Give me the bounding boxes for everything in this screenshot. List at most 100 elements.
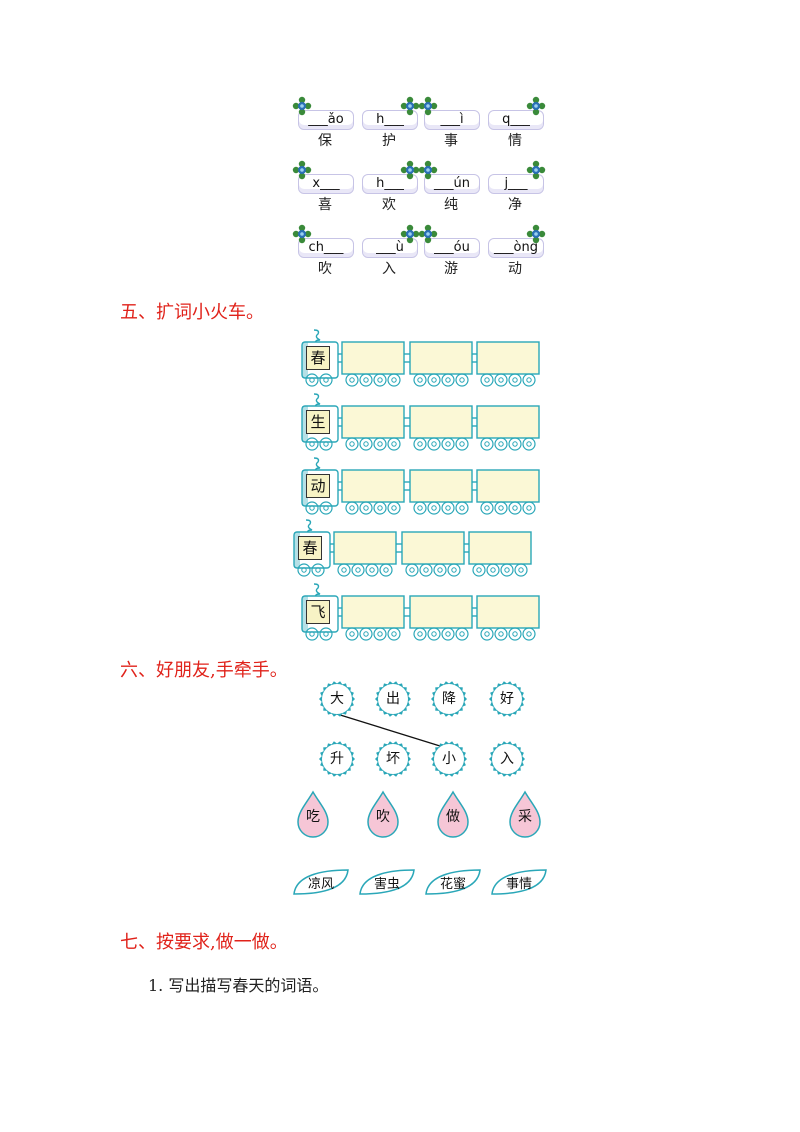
train: 飞 bbox=[300, 582, 550, 642]
section-7-title: 七、按要求,做一做。 bbox=[120, 932, 288, 953]
wheel-icon bbox=[337, 563, 351, 577]
drop-char[interactable]: 吃 bbox=[306, 809, 320, 825]
flower-icon bbox=[526, 96, 546, 116]
pinyin-pair: x___ h___ 喜 欢 bbox=[292, 158, 424, 213]
drop-char[interactable]: 做 bbox=[446, 809, 460, 825]
train-engine-char: 动 bbox=[306, 474, 330, 498]
wheel-icon bbox=[413, 437, 427, 451]
smoke-icon bbox=[313, 393, 321, 409]
train-car bbox=[476, 405, 540, 439]
train: 春 bbox=[292, 518, 542, 578]
hanzi-label: 欢 bbox=[382, 197, 396, 213]
train: 动 bbox=[300, 456, 550, 516]
train-car bbox=[341, 469, 405, 503]
pinyin-blank[interactable]: j___ bbox=[488, 174, 544, 194]
wheel-icon bbox=[305, 501, 319, 515]
hanzi-label: 入 bbox=[382, 261, 396, 277]
wheel-icon bbox=[508, 501, 522, 515]
leaf-icon bbox=[293, 869, 349, 895]
hanzi-label: 情 bbox=[508, 133, 522, 149]
hanzi-label: 动 bbox=[508, 261, 522, 277]
hanzi-label: 喜 bbox=[318, 197, 332, 213]
wheel-icon bbox=[305, 373, 319, 387]
wheel-icon bbox=[379, 563, 393, 577]
section-6-title: 六、好朋友,手牵手。 bbox=[120, 660, 288, 681]
wheel-icon bbox=[522, 501, 536, 515]
wheel-icon bbox=[508, 373, 522, 387]
pinyin-blank[interactable]: h___ bbox=[362, 174, 418, 194]
pinyin-blank[interactable]: ___ǎo bbox=[298, 110, 354, 130]
wheel-icon bbox=[522, 373, 536, 387]
train-car bbox=[476, 469, 540, 503]
wheel-icon bbox=[419, 563, 433, 577]
match-char[interactable]: 坏 bbox=[378, 744, 408, 774]
flower-icon bbox=[526, 224, 546, 244]
pinyin-blank[interactable]: ___ù bbox=[362, 238, 418, 258]
pinyin-blank[interactable]: h___ bbox=[362, 110, 418, 130]
wheel-icon bbox=[494, 501, 508, 515]
wheel-icon bbox=[297, 563, 311, 577]
smoke-icon bbox=[313, 457, 321, 473]
pinyin-blank[interactable]: ch___ bbox=[298, 238, 354, 258]
wheel-icon bbox=[319, 501, 333, 515]
flower-icon bbox=[400, 160, 420, 180]
train-car bbox=[468, 531, 532, 565]
pinyin-blank[interactable]: x___ bbox=[298, 174, 354, 194]
train: 生 bbox=[300, 392, 550, 452]
pinyin-blank[interactable]: ___òng bbox=[488, 238, 544, 258]
drop-char[interactable]: 吹 bbox=[376, 809, 390, 825]
hanzi-label: 保 bbox=[318, 133, 332, 149]
match-char[interactable]: 降 bbox=[434, 684, 464, 714]
train-car bbox=[409, 469, 473, 503]
pinyin-blank[interactable]: ___ún bbox=[424, 174, 480, 194]
train-car bbox=[333, 531, 397, 565]
pinyin-blank[interactable]: q___ bbox=[488, 110, 544, 130]
drop-char[interactable]: 采 bbox=[518, 809, 532, 825]
pinyin-blank[interactable]: ___ì bbox=[424, 110, 480, 130]
wheel-icon bbox=[345, 627, 359, 641]
question-1: 1. 写出描写春天的词语。 bbox=[148, 976, 329, 995]
connection-line bbox=[336, 713, 441, 747]
smoke-icon bbox=[313, 329, 321, 345]
match-char[interactable]: 大 bbox=[322, 684, 352, 714]
leaf-word[interactable]: 事情 bbox=[505, 877, 532, 892]
train-car bbox=[476, 341, 540, 375]
wheel-icon bbox=[522, 437, 536, 451]
wheel-icon bbox=[305, 627, 319, 641]
train-engine-char: 生 bbox=[306, 410, 330, 434]
wheel-icon bbox=[447, 563, 461, 577]
leaf-word[interactable]: 花蜜 bbox=[439, 877, 466, 892]
wheel-icon bbox=[387, 627, 401, 641]
water-drop-icon bbox=[297, 790, 329, 838]
train-engine-char: 春 bbox=[298, 536, 322, 560]
train-car bbox=[409, 405, 473, 439]
wheel-icon bbox=[319, 373, 333, 387]
wheel-icon bbox=[494, 627, 508, 641]
match-char[interactable]: 入 bbox=[492, 744, 522, 774]
wheel-icon bbox=[413, 373, 427, 387]
hanzi-label: 纯 bbox=[444, 197, 458, 213]
match-char[interactable]: 升 bbox=[322, 744, 352, 774]
wheel-icon bbox=[305, 437, 319, 451]
leaf-icon bbox=[491, 869, 547, 895]
hanzi-label: 事 bbox=[444, 133, 458, 149]
wheel-icon bbox=[413, 501, 427, 515]
wheel-icon bbox=[359, 437, 373, 451]
train-car bbox=[409, 341, 473, 375]
flower-icon bbox=[292, 160, 312, 180]
wheel-icon bbox=[480, 373, 494, 387]
hanzi-label: 护 bbox=[382, 133, 396, 149]
wheel-icon bbox=[365, 563, 379, 577]
wheel-icon bbox=[405, 563, 419, 577]
leaf-word[interactable]: 凉风 bbox=[307, 877, 334, 892]
match-char[interactable]: 好 bbox=[492, 684, 522, 714]
train-car bbox=[476, 595, 540, 629]
match-char[interactable]: 小 bbox=[434, 744, 464, 774]
wheel-icon bbox=[441, 501, 455, 515]
match-char[interactable]: 出 bbox=[378, 684, 408, 714]
wheel-icon bbox=[500, 563, 514, 577]
pinyin-pair: ___ǎo h___ 保 护 bbox=[292, 94, 424, 149]
pinyin-blank[interactable]: ___óu bbox=[424, 238, 480, 258]
leaf-word[interactable]: 害虫 bbox=[373, 877, 400, 892]
